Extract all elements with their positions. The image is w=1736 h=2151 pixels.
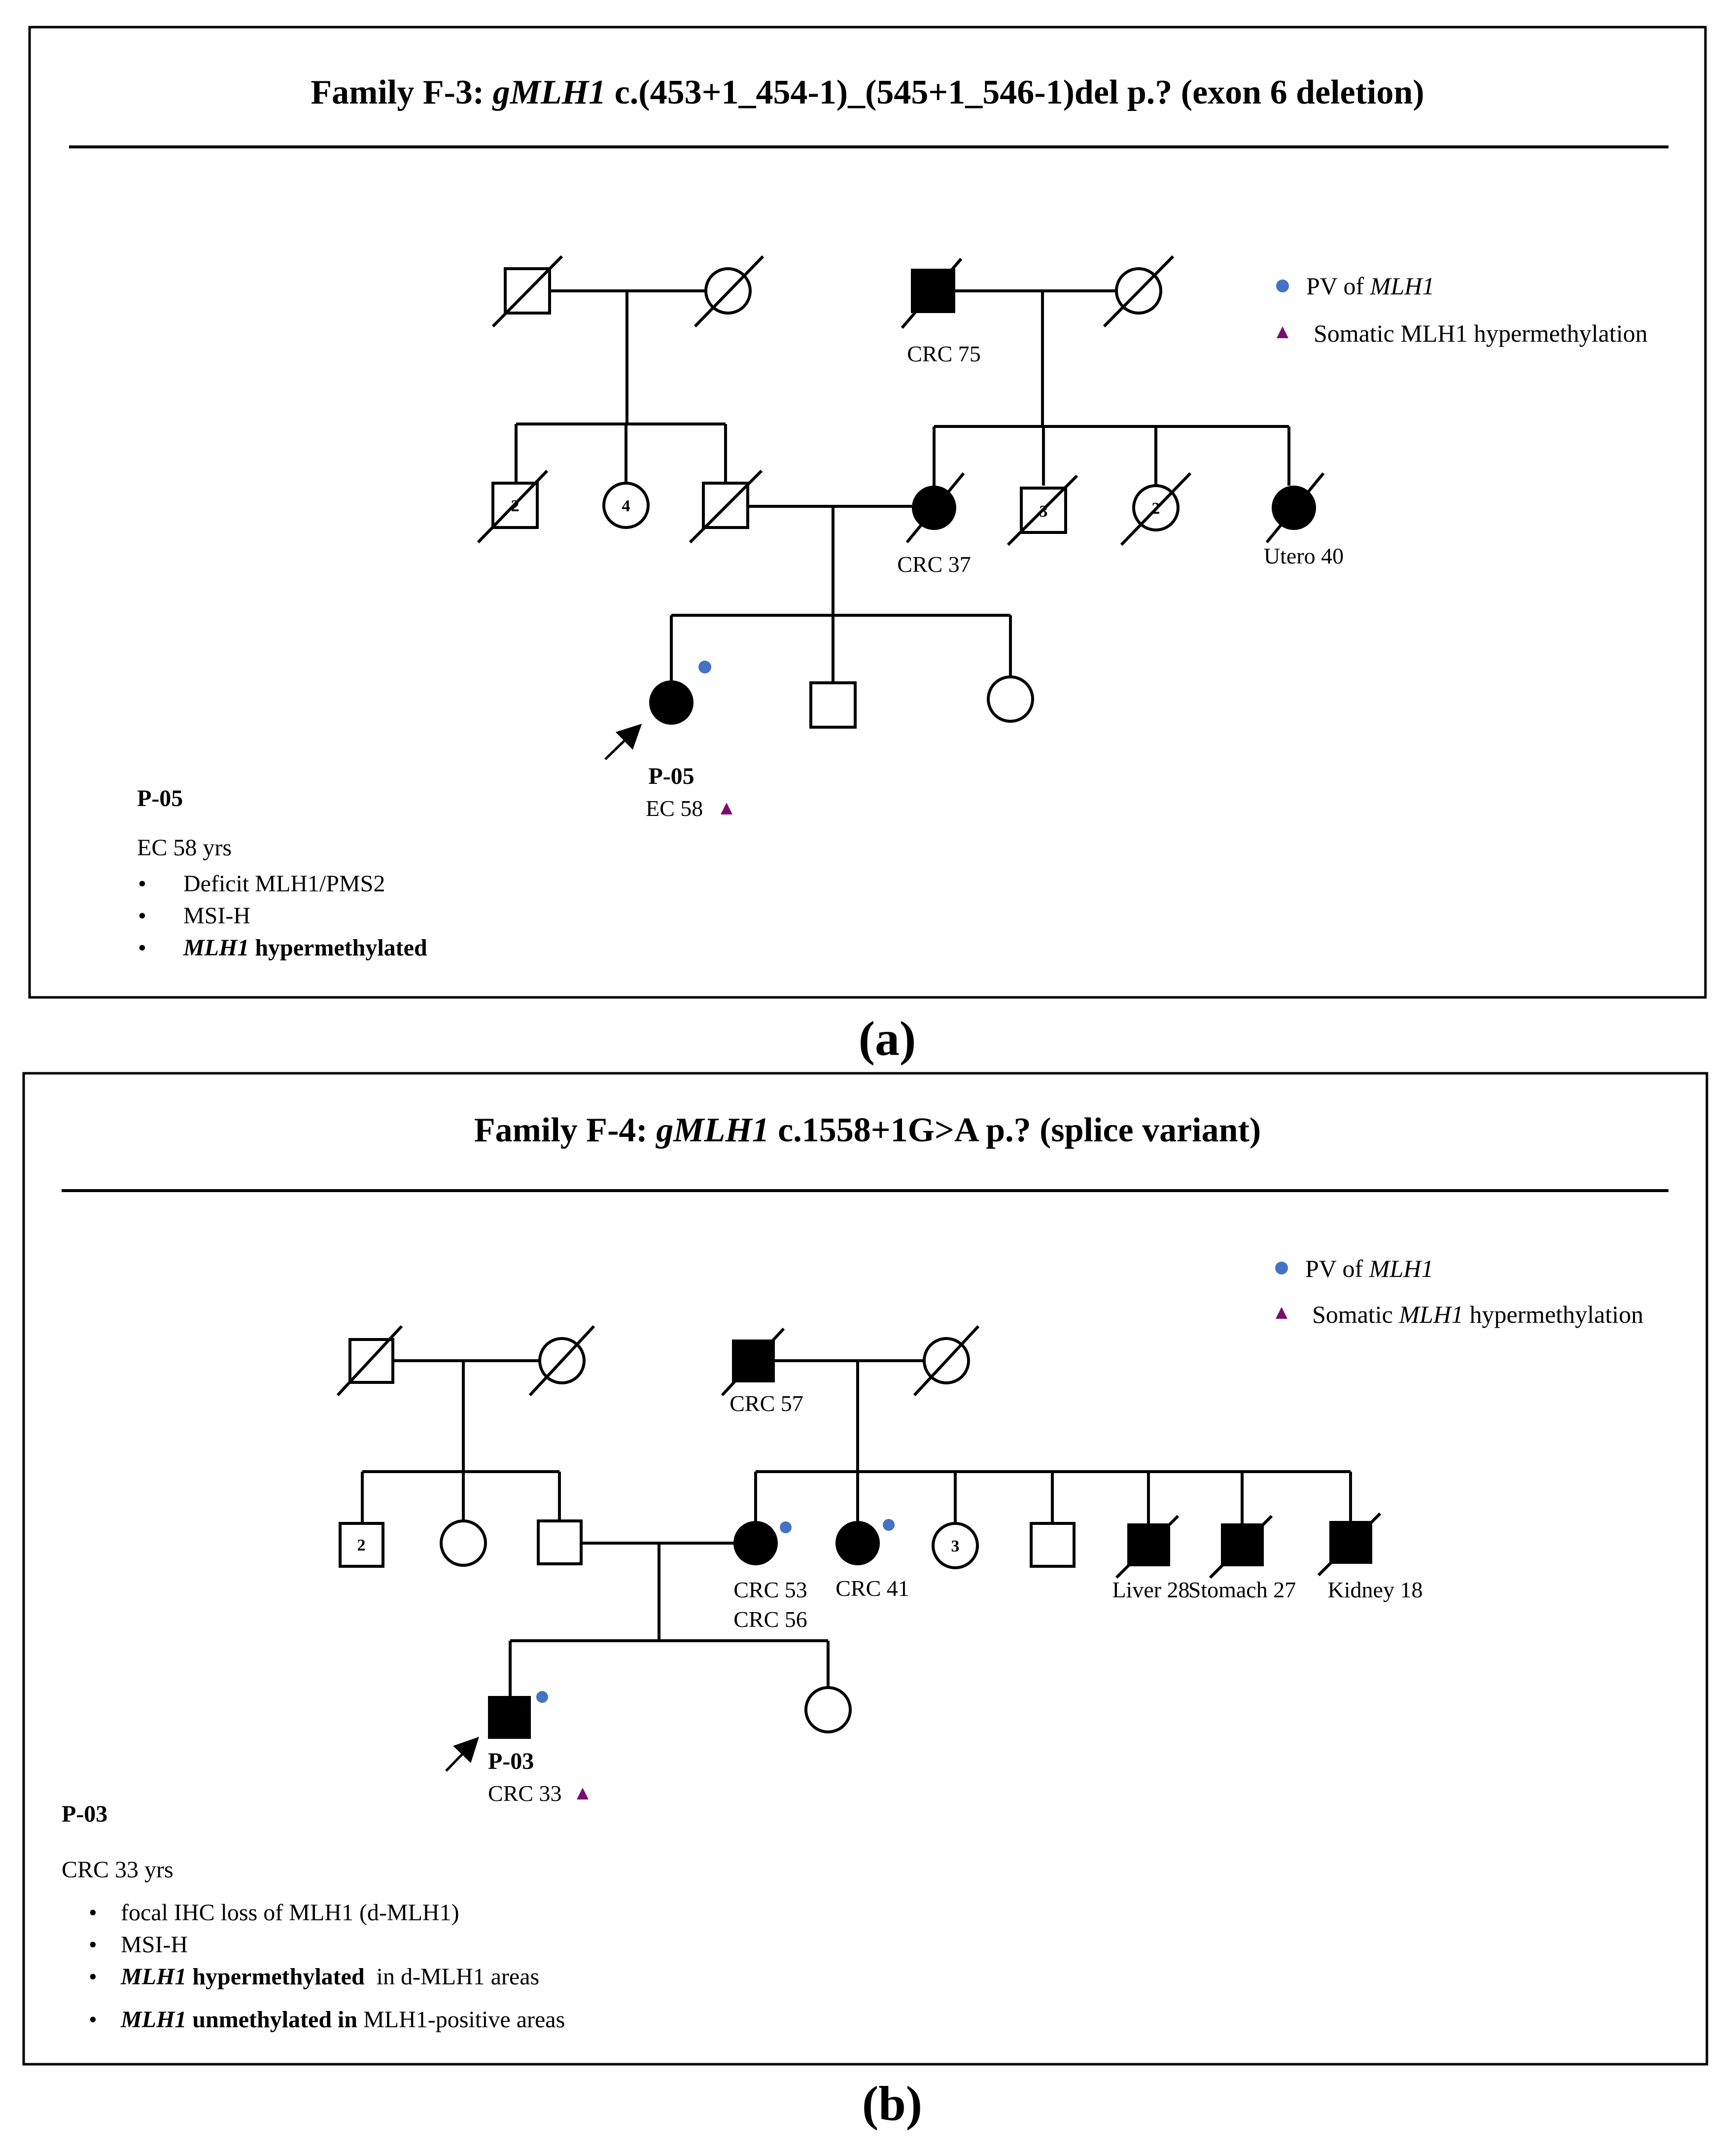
deceased-mark [477,469,549,544]
notes-bullet: • [89,1964,97,1990]
panel-a-frame [28,26,1707,999]
proband-diagnosis: EC 58 [646,796,703,821]
pv-dot [780,1521,792,1533]
notes-item-2: MSI-H [121,1932,188,1958]
panel-b-title: Family F-4: gMLH1 c.1558+1G>A p.? (splic… [474,1111,1261,1149]
deceased-mark [1115,1515,1180,1579]
proband-id: P-05 [648,763,694,789]
notes-diagnosis: EC 58 yrs [137,835,232,861]
notes-item-4: MLH1 unmethylated in MLH1-positive areas [120,2007,565,2033]
pv-dot [698,661,711,673]
notes-id: P-05 [137,785,183,811]
legend-somatic-text: Somatic MLH1 hypermethylation [1314,319,1648,347]
deceased-mark [1317,1512,1382,1577]
legend-somatic-text: Somatic MLH1 hypermethylation [1312,1301,1643,1328]
notes-diagnosis: CRC 33 yrs [62,1857,174,1883]
grandfather-maternal-label: CRC 57 [729,1391,803,1416]
panel-a: Family F-3: gMLH1 c.(453+1_454-1)_(545+1… [28,26,1707,999]
mother-affected [733,1521,778,1565]
brother [809,681,857,729]
notes-bullet: • [138,903,146,929]
aunt-paternal [440,1519,487,1567]
uncle-maternal [1030,1522,1076,1568]
deceased-mark [1007,474,1078,546]
proband-id: P-03 [488,1748,534,1774]
notes-bullet: • [138,871,146,897]
deceased-mark [528,1325,595,1397]
uncle-liver-label: Liver 28 [1112,1577,1189,1602]
notes-item-1: Deficit MLH1/PMS2 [183,871,385,897]
notes-bullet: • [138,935,146,961]
pv-dot [883,1519,895,1531]
mother-label: CRC 37 [897,552,971,577]
deceased-mark [336,1325,403,1397]
aunt-maternal-affected [835,1521,880,1565]
notes-item-1: focal IHC loss of MLH1 (d-MLH1) [121,1900,459,1926]
panel-b-caption: (b) [862,2076,922,2131]
deceased-mark [1209,1515,1273,1579]
notes-bullet: • [89,1900,97,1926]
legend-pv-text: PV of MLH1 [1305,1255,1433,1282]
aunt-maternal [932,1522,979,1569]
somatic-triangle [721,803,732,814]
notes-bullet: • [89,2007,97,2033]
uncle-paternal [339,1522,384,1568]
sibling-count: 2 [357,1536,366,1554]
deceased-mark [901,258,963,329]
proband-p05 [649,680,694,725]
legend-pv-dot [1276,280,1289,292]
notes-id: P-03 [62,1801,107,1827]
legend-pv-dot [1275,1262,1288,1274]
deceased-mark [689,469,763,544]
deceased-mark [1103,255,1175,328]
proband-arrow [604,724,642,760]
proband-arrow [445,1736,479,1772]
notes-item-3: MLH1 hypermethylated in d-MLH1 areas [120,1964,539,1990]
panel-b-frame [22,1072,1708,2066]
deceased-mark [694,255,764,328]
proband-p03 [488,1696,531,1739]
panel-a-caption: (a) [859,1011,916,1066]
grandfather-maternal-label: CRC 75 [907,341,981,366]
deceased-mark [1265,472,1325,543]
notes-bullet: • [89,1932,97,1958]
somatic-triangle [577,1788,589,1799]
deceased-mark [1120,472,1192,546]
legend-pv-text: PV of MLH1 [1306,272,1434,300]
mother-label-2: CRC 56 [733,1607,807,1632]
panel-b: Family F-4: gMLH1 c.1558+1G>A p.? (splic… [22,1072,1708,2066]
proband-diagnosis: CRC 33 [488,1781,562,1806]
aunt-paternal [602,482,650,529]
legend-somatic-triangle [1277,326,1288,338]
legend-somatic-triangle [1276,1307,1287,1319]
deceased-mark [491,255,563,328]
pv-dot [536,1691,548,1703]
deceased-mark [913,1325,980,1397]
sister [987,675,1034,723]
aunt-maternal-label: Utero 40 [1264,543,1344,568]
mother-label-1: CRC 53 [733,1577,807,1602]
notes-item-3: MLH1 hypermethylated [183,935,427,961]
aunt-maternal-label: CRC 41 [835,1576,909,1601]
father [537,1519,583,1565]
sibling-count: 4 [622,497,630,515]
sister [804,1686,852,1733]
sibling-count: 3 [951,1537,960,1555]
uncle-stomach-label: Stomach 27 [1188,1577,1296,1602]
panel-a-title: Family F-3: gMLH1 c.(453+1_454-1)_(545+1… [311,73,1424,111]
uncle-kidney-label: Kidney 18 [1328,1577,1423,1602]
notes-item-2: MSI-H [183,903,250,929]
deceased-mark [721,1327,785,1397]
deceased-mark [905,472,965,543]
